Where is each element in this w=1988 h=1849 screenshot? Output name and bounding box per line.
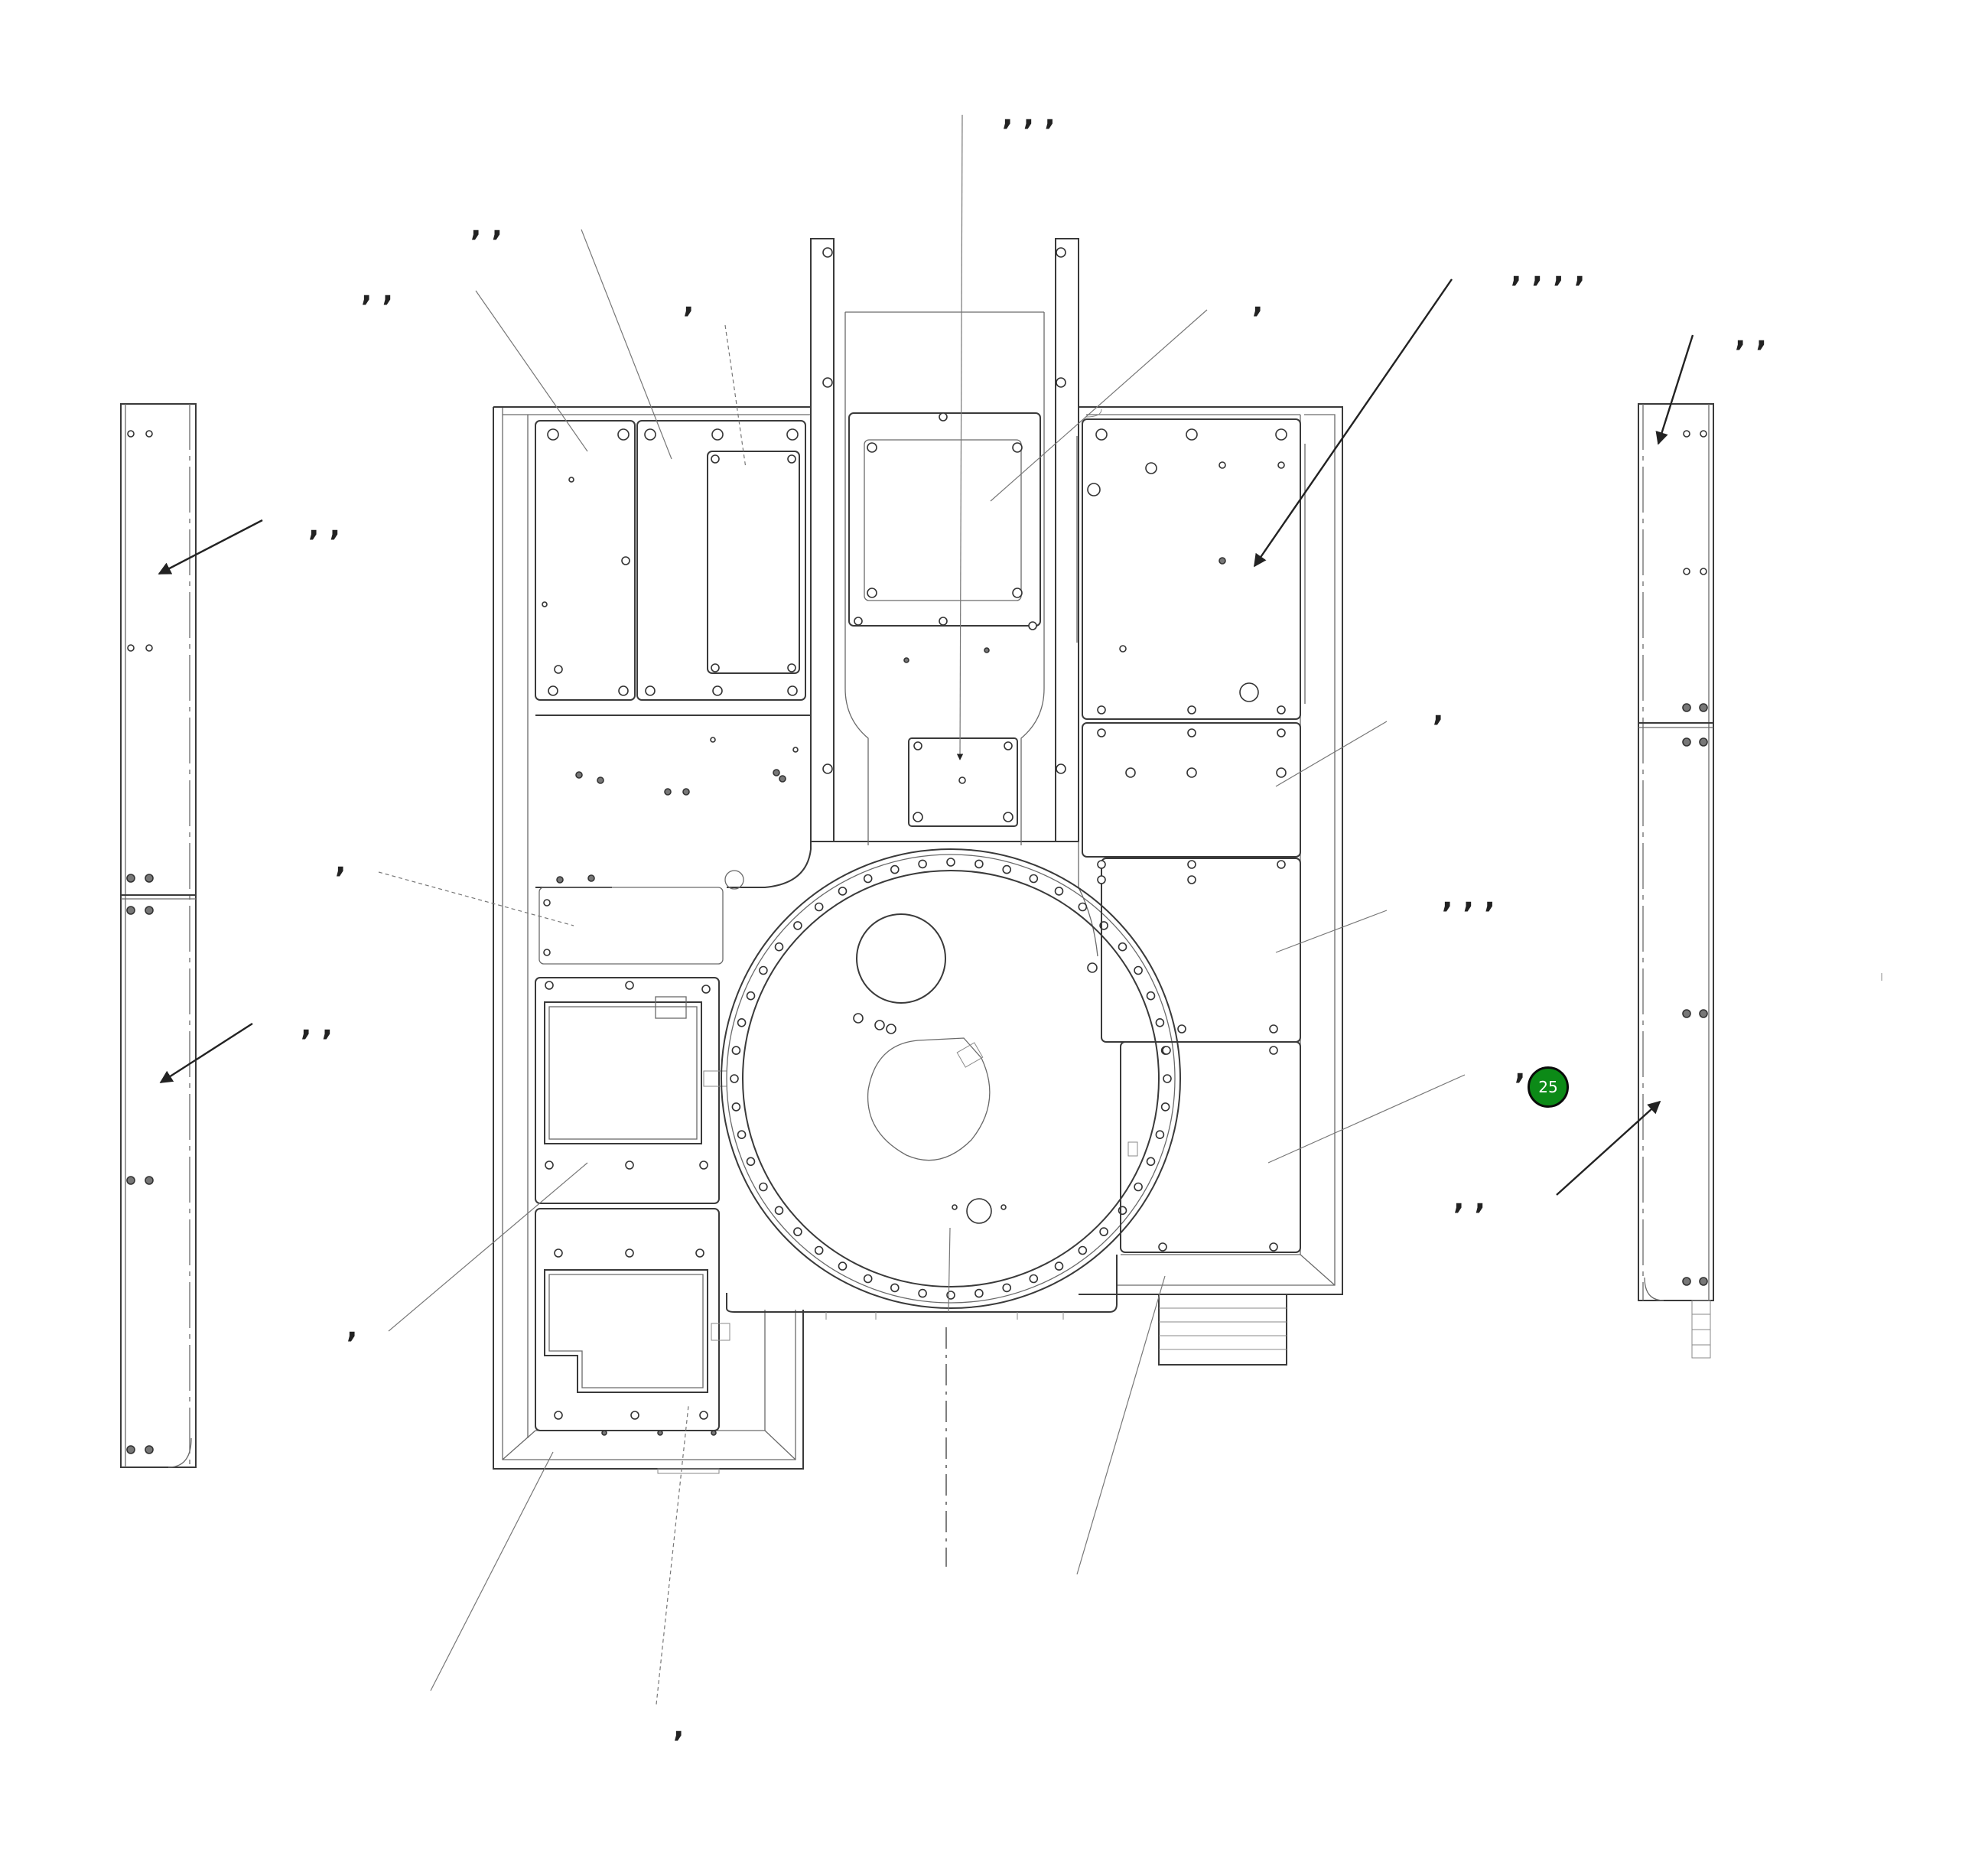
bolt-hole (793, 1227, 802, 1236)
bolt-hole (1029, 874, 1039, 884)
bolt-hole (946, 1291, 955, 1300)
callout-c14: , , (1453, 1182, 1485, 1216)
bolt-hole (759, 965, 768, 975)
right-side-rail (1638, 403, 1714, 1359)
bolt-hole (918, 859, 927, 869)
callout-c8: , , (308, 509, 340, 542)
bolt-hole (974, 859, 984, 869)
leader-lines (158, 114, 1694, 1705)
bolt-hole (814, 902, 824, 912)
bolt-hole (759, 1182, 768, 1192)
bolt-hole (730, 1074, 739, 1083)
callout-c2: , , (470, 209, 503, 243)
callout-c12: , , (301, 1008, 333, 1042)
callout-c15: , (347, 1310, 357, 1344)
callout-c11: , , , (1442, 881, 1495, 914)
bolt-hole (814, 1245, 824, 1255)
bolt-hole (1029, 1274, 1039, 1284)
bolt-hole (793, 921, 802, 930)
callout-c1: , , , (1002, 98, 1056, 132)
bolt-hole (731, 1046, 741, 1055)
bolt-hole (1118, 942, 1127, 952)
left-side-rail (120, 403, 197, 1468)
bolt-hole (1002, 864, 1011, 874)
bolt-hole (863, 1274, 873, 1284)
bolt-hole (1054, 1261, 1064, 1271)
bolt-hole (863, 874, 873, 884)
bolt-hole (1146, 991, 1156, 1001)
bolt-hole (1099, 1227, 1108, 1236)
bolt-hole (974, 1288, 984, 1298)
bolt-hole (918, 1288, 927, 1298)
bolt-hole (1134, 1182, 1143, 1192)
bolt-hole (890, 864, 900, 874)
bolt-hole (1155, 1018, 1165, 1027)
bolt-hole (737, 1130, 747, 1139)
callout-c3: , , (361, 274, 393, 308)
bolt-hole (746, 1157, 756, 1167)
callout-c5: , (1252, 285, 1263, 319)
callout-c7: , , (1735, 319, 1767, 353)
bolt-hole (1078, 1245, 1088, 1255)
bolt-hole (1146, 1157, 1156, 1167)
bolt-hole (1002, 1283, 1011, 1293)
bolt-hole (1054, 887, 1064, 896)
bolt-hole (1134, 965, 1143, 975)
callout-c9: , (1433, 694, 1443, 728)
bolt-hole (731, 1102, 741, 1112)
callout-c6: , , , , (1511, 255, 1585, 288)
bolt-hole (746, 991, 756, 1001)
callout-c4: , (683, 285, 694, 319)
bolt-hole (1160, 1102, 1170, 1112)
callout-c13: , (1515, 1052, 1525, 1086)
bolt-hole (1155, 1130, 1165, 1139)
bolt-hole (946, 858, 955, 867)
callout-c16: , (673, 1710, 684, 1743)
bolt-hole (737, 1018, 747, 1027)
main-frame (493, 238, 1343, 1474)
bolt-hole (838, 887, 848, 896)
bolt-hole (774, 942, 784, 952)
bolt-hole (890, 1283, 900, 1293)
bolt-hole (1163, 1074, 1172, 1083)
bolt-hole (1078, 902, 1088, 912)
bolt-hole (774, 1206, 784, 1216)
callout-c10: , (335, 845, 346, 879)
bolt-circle (730, 858, 1172, 1300)
marker-badge[interactable]: 25 (1528, 1066, 1569, 1108)
bolt-hole (838, 1261, 848, 1271)
